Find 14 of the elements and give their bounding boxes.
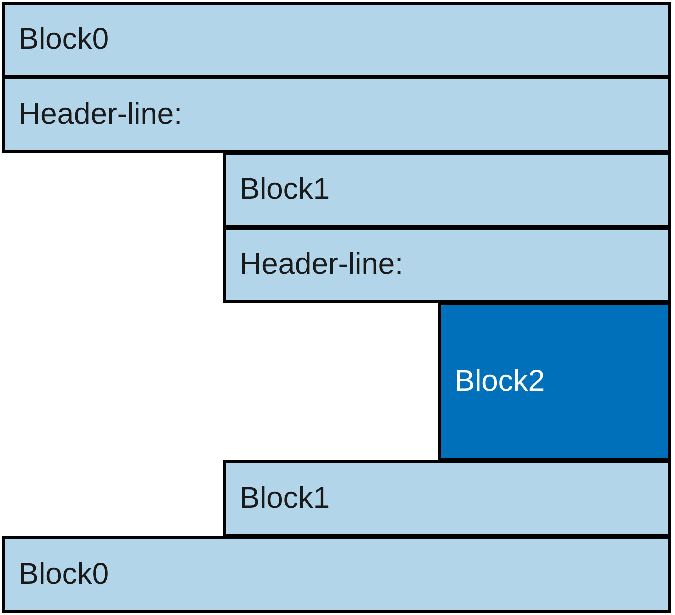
memory-block [2,76,671,153]
block-label: Block1 [240,484,330,514]
memory-block [438,302,671,461]
block-label: Header-line: [240,250,404,280]
block-label: Block0 [19,25,110,55]
block-label: Block1 [240,175,330,205]
block-label: Header-line: [19,100,182,130]
memory-block [223,460,671,537]
block-label: Block0 [19,560,110,590]
memory-block [2,2,671,78]
block-label: Block2 [455,366,546,396]
memory-block [2,536,671,613]
memory-block [223,152,671,228]
memory-block [223,227,671,303]
